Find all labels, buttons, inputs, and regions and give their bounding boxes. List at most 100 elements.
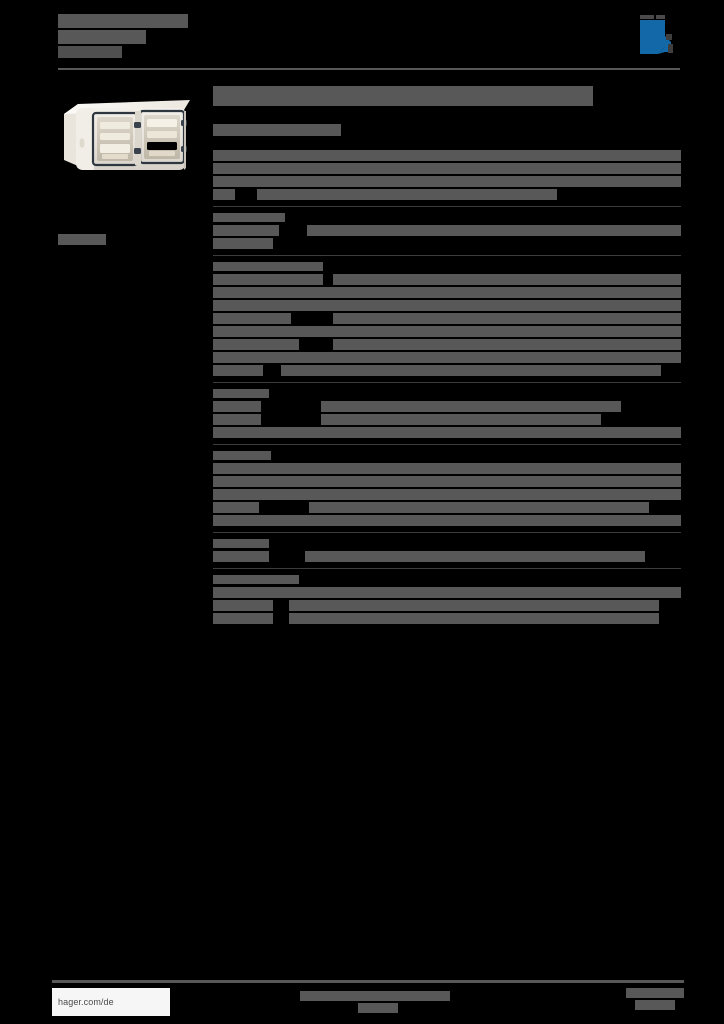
spec-key: [213, 502, 259, 513]
spec-row: [213, 300, 681, 311]
spec-row: [213, 427, 681, 438]
spec-row: [213, 551, 681, 562]
brand-subtitle: [58, 30, 146, 44]
footer-right-line-1: [626, 988, 684, 998]
spec-gap: [299, 339, 333, 350]
footer-divider: [52, 980, 684, 983]
spec-row: [213, 176, 681, 187]
spec-gap: [323, 274, 333, 285]
footer-page-number: [626, 988, 684, 1012]
spec-gap: [235, 189, 257, 200]
spec-row: [213, 587, 681, 598]
spec-divider: [213, 532, 681, 533]
spec-row: [213, 238, 681, 249]
spec-gap: [261, 401, 321, 412]
page-title: [213, 86, 593, 106]
spec-row: [213, 613, 681, 624]
spec-row: [213, 515, 681, 526]
spec-row: [213, 401, 681, 412]
page-subtitle: [213, 124, 341, 136]
brand-name: [58, 14, 188, 28]
footer-center-line-1: [300, 991, 450, 1001]
spec-group-heading: [213, 262, 323, 271]
spec-value: [281, 365, 661, 376]
spec-gap: [279, 225, 307, 236]
hager-logo: [638, 14, 684, 58]
spec-group-heading: [213, 575, 299, 584]
spec-row: [213, 189, 681, 200]
spec-value: [309, 502, 649, 513]
spec-group: [213, 262, 681, 376]
spec-row: [213, 365, 681, 376]
spec-key: [213, 600, 273, 611]
spec-group: [213, 575, 681, 624]
page-footer: hager.com/de: [52, 988, 684, 1018]
spec-row: [213, 274, 681, 285]
spec-row: [213, 502, 681, 513]
spec-gap: [263, 365, 281, 376]
spec-row: [213, 352, 681, 363]
spec-key: [213, 613, 273, 624]
main-column: [213, 86, 681, 626]
spec-key: [213, 313, 291, 324]
spec-value: [289, 600, 659, 611]
spec-gap: [273, 600, 289, 611]
spec-key: [213, 414, 261, 425]
spec-row: [213, 476, 681, 487]
spec-divider: [213, 255, 681, 256]
spec-value: [289, 613, 659, 624]
spec-gap: [261, 414, 321, 425]
header-divider: [58, 68, 680, 70]
spec-group-heading: [213, 539, 269, 548]
footer-right-line-2: [635, 1000, 675, 1010]
spec-value: [305, 551, 645, 562]
spec-row: [213, 414, 681, 425]
spec-value: [333, 339, 681, 350]
spec-key: [213, 339, 299, 350]
left-caption-line: [58, 234, 106, 245]
spec-gap: [273, 238, 293, 249]
spec-divider: [213, 568, 681, 569]
brand-block: [58, 14, 188, 58]
footer-center: [300, 991, 450, 1015]
spec-group: [213, 213, 681, 249]
footer-url-box[interactable]: hager.com/de: [52, 988, 170, 1016]
spec-gap: [291, 313, 333, 324]
spec-divider: [213, 206, 681, 207]
spec-group: [213, 451, 681, 526]
spec-row: [213, 313, 681, 324]
spec-key: [213, 274, 323, 285]
spec-group-heading: [213, 213, 285, 222]
spec-gap: [273, 613, 289, 624]
spec-key: [213, 401, 261, 412]
spec-value: [333, 274, 681, 285]
spec-row: [213, 163, 681, 174]
spec-group: [213, 150, 681, 200]
spec-row: [213, 225, 681, 236]
left-caption: [58, 234, 206, 245]
spec-group-heading: [213, 389, 269, 398]
spec-row: [213, 463, 681, 474]
spec-key: [213, 225, 279, 236]
spec-key: [213, 365, 263, 376]
spec-value: [333, 313, 681, 324]
spec-value: [321, 401, 621, 412]
spec-key: [213, 551, 269, 562]
page-header: [58, 14, 684, 68]
spec-group: [213, 389, 681, 438]
left-column: [58, 86, 206, 248]
spec-key: [213, 238, 273, 249]
spec-group-heading: [213, 451, 271, 460]
spec-row: [213, 339, 681, 350]
brand-tagline: [58, 46, 122, 58]
spec-value: [257, 189, 557, 200]
spec-divider: [213, 444, 681, 445]
spec-row: [213, 150, 681, 161]
spec-value: [307, 225, 681, 236]
product-image: [58, 86, 200, 182]
footer-url[interactable]: hager.com/de: [58, 997, 114, 1007]
spec-row: [213, 600, 681, 611]
spec-key: [213, 189, 235, 200]
spec-row: [213, 287, 681, 298]
spec-row: [213, 326, 681, 337]
